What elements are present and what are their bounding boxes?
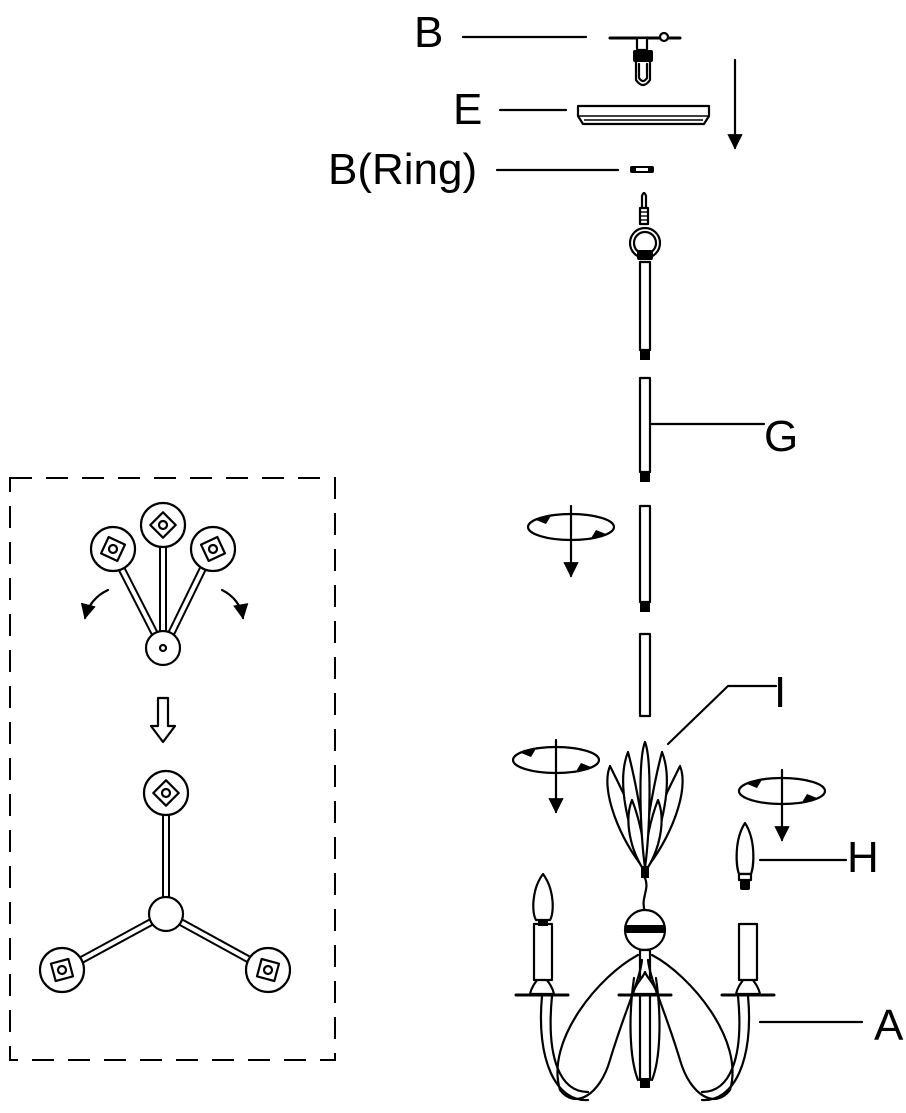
- rotate-arrow-stem: [526, 504, 616, 578]
- chandelier-body-a: [514, 872, 776, 1102]
- inset-arm-assembly: [9, 477, 336, 1061]
- ring-b: [630, 166, 654, 173]
- label-g: G: [764, 412, 798, 461]
- leaf-cup-i: [606, 740, 684, 878]
- mounting-bracket-b: [608, 31, 682, 87]
- label-i: I: [774, 668, 786, 717]
- label-e: E: [453, 85, 482, 134]
- stem-g2: [638, 504, 652, 612]
- loop-and-stem: [628, 191, 662, 360]
- label-h: H: [847, 833, 879, 882]
- label-b-ring: B(Ring): [328, 145, 477, 194]
- rotate-arrow-cup: [511, 738, 601, 814]
- stem-g1: [638, 376, 652, 482]
- leader-i: [666, 684, 778, 746]
- label-b: B: [414, 8, 443, 57]
- label-a: A: [874, 1001, 904, 1050]
- bulb-h: [735, 821, 755, 890]
- stem-g3: [638, 632, 652, 718]
- canopy-e: [576, 104, 711, 126]
- rotate-arrow-bulb: [737, 768, 827, 842]
